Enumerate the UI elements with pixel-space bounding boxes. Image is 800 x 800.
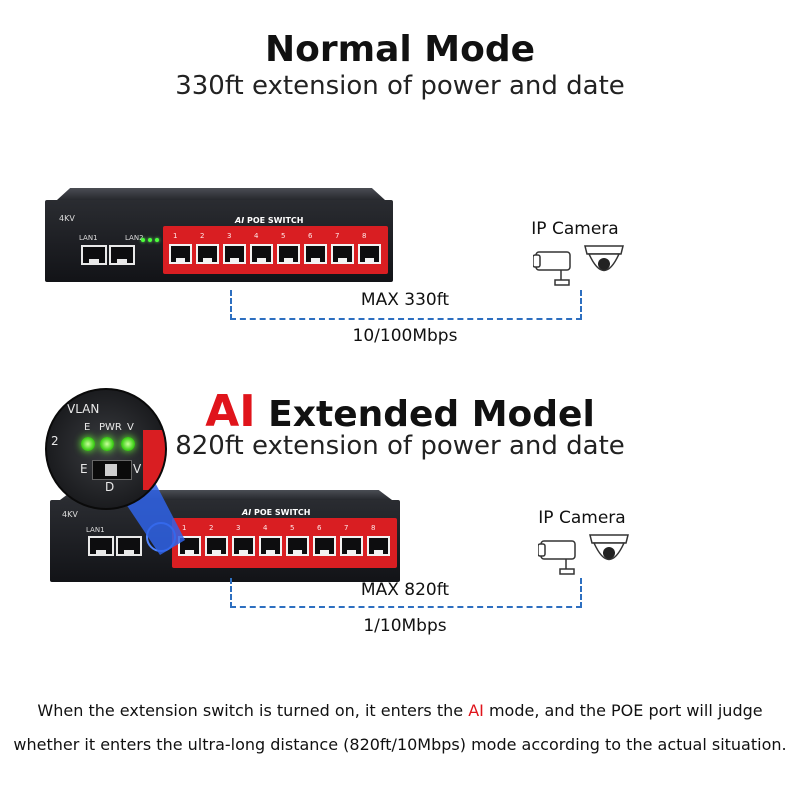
max-distance-ai: MAX 820ft	[360, 580, 450, 600]
ai-title-rest: Extended Model	[268, 394, 595, 435]
poe-port	[367, 536, 390, 556]
poe-port-number: 5	[281, 232, 286, 240]
surge-label: 4KV	[59, 214, 75, 223]
poe-port	[358, 244, 381, 264]
ip-camera-icon	[533, 245, 624, 286]
uplink-port-lan2	[116, 536, 142, 556]
speed-ai: 1/10Mbps	[363, 616, 447, 636]
poe-port-number: 8	[362, 232, 367, 240]
poe-port	[286, 536, 309, 556]
poe-port	[169, 244, 192, 264]
status-led	[141, 238, 145, 242]
zoom-dip-switch-detail: VLAN 2 E PWR V E V D	[45, 388, 167, 510]
normal-mode-subtitle: 330ft extension of power and date	[175, 71, 625, 101]
v-switch-label: V	[133, 462, 142, 476]
pwr-label: PWR	[99, 422, 122, 433]
uplink-port-lan2	[109, 245, 135, 265]
port-number-label: 2	[51, 434, 59, 448]
e-switch-label: E	[80, 462, 88, 476]
poe-port	[331, 244, 354, 264]
max-distance-normal: MAX 330ft	[360, 290, 450, 310]
poe-port-number: 6	[317, 524, 322, 532]
poe-port-number: 1	[173, 232, 178, 240]
pwr-led	[100, 437, 114, 451]
ai-title-accent: AI	[205, 386, 256, 437]
e-label: E	[84, 422, 91, 433]
poe-port	[250, 244, 273, 264]
poe-port	[223, 244, 246, 264]
poe-port	[277, 244, 300, 264]
uplink-port-lan1	[88, 536, 114, 556]
status-led	[148, 238, 152, 242]
poe-port-number: 5	[290, 524, 295, 532]
poe-port-number: 6	[308, 232, 313, 240]
ai-mode-subtitle: 820ft extension of power and date	[175, 431, 625, 461]
uplink-port-lan1	[81, 245, 107, 265]
poe-port	[304, 244, 327, 264]
distance-bracket-normal	[230, 290, 582, 320]
poe-port-number: 3	[227, 232, 232, 240]
poe-switch-normal: 4KV LAN1 LAN2 AI POE SWITCH 1 2 3 4 5 6 7 8	[45, 188, 395, 283]
poe-port	[205, 536, 228, 556]
poe-port	[178, 536, 201, 556]
ip-camera-label: IP Camera	[538, 508, 626, 528]
poe-port	[313, 536, 336, 556]
footer-ai-accent: AI	[468, 701, 484, 720]
poe-port	[232, 536, 255, 556]
brand-label: AI POE SWITCH	[235, 216, 304, 225]
poe-port-number: 7	[335, 232, 340, 240]
e-led	[81, 437, 95, 451]
poe-port-number: 2	[200, 232, 205, 240]
status-led	[155, 238, 159, 242]
ip-camera-icon	[538, 534, 629, 575]
v-led	[121, 437, 135, 451]
vlan-label: VLAN	[67, 402, 100, 416]
poe-port-number: 4	[263, 524, 268, 532]
dip-switch	[92, 460, 132, 480]
lan2-label: LAN2	[125, 234, 144, 242]
speed-normal: 10/100Mbps	[352, 326, 458, 346]
lan1-label: LAN1	[86, 526, 105, 534]
brand-label: AI POE SWITCH	[242, 508, 311, 517]
v-label: V	[127, 422, 134, 433]
lan1-label: LAN1	[79, 234, 98, 242]
poe-port-number: 4	[254, 232, 259, 240]
poe-port-number: 7	[344, 524, 349, 532]
ip-camera-label: IP Camera	[531, 219, 619, 239]
footer-line-1: When the extension switch is turned on, …	[37, 701, 763, 720]
surge-label: 4KV	[62, 510, 78, 519]
poe-port	[259, 536, 282, 556]
d-switch-label: D	[105, 480, 115, 494]
poe-port-number: 1	[182, 524, 187, 532]
poe-port-number: 3	[236, 524, 241, 532]
distance-bracket-ai	[230, 578, 582, 608]
poe-port-number: 2	[209, 524, 214, 532]
normal-mode-title: Normal Mode	[264, 29, 536, 70]
poe-port	[196, 244, 219, 264]
poe-port	[340, 536, 363, 556]
poe-port-number: 8	[371, 524, 376, 532]
ai-mode-title: AI Extended Model	[0, 390, 800, 434]
footer-line-2: whether it enters the ultra-long distanc…	[13, 735, 787, 754]
poe-switch-ai: 4KV LAN1 AI POE SWITCH 1 2 3 4 5 6 7 8	[50, 490, 402, 582]
